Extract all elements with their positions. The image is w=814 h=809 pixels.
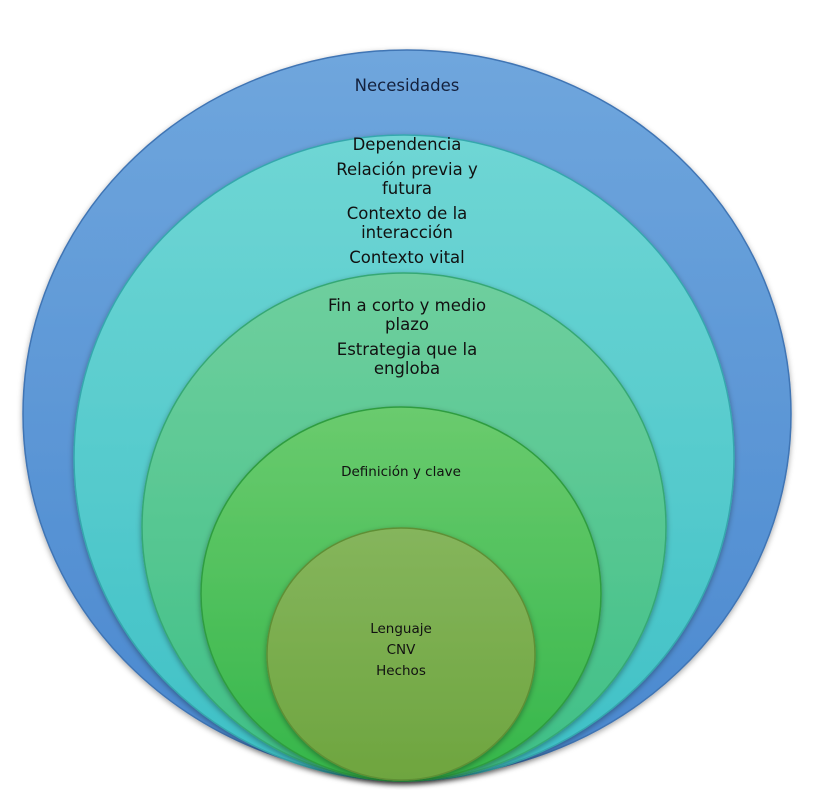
ring-2-label-contexto-interaccion: Contexto de la interacción [346,204,468,242]
ring-1-label: Necesidades [354,76,460,95]
ring-3-label-fin: Fin a corto y medio plazo [327,296,487,334]
ring-2-label-contexto-vital: Contexto vital [349,248,465,267]
ring-5-label-lenguaje: Lenguaje [370,621,432,637]
ring-2-label-dependencia: Dependencia [352,135,462,154]
ring-3-label-estrategia: Estrategia que la engloba [336,340,478,378]
ring-5-label-cnv: CNV [386,642,416,658]
ring-5-circle [266,527,536,781]
ring-5-label-hechos: Hechos [376,663,426,679]
ring-4-label: Definición y clave [341,464,461,480]
ring-2-label-relacion: Relación previa y futura [336,160,478,198]
